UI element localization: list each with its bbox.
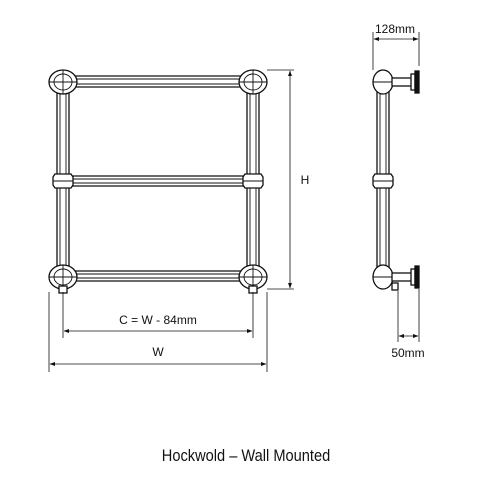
front-view <box>48 69 268 294</box>
top-rail <box>67 75 249 88</box>
side-middle-collar <box>372 173 394 189</box>
product-caption: Hockwold – Wall Mounted <box>161 446 331 465</box>
side-view <box>372 69 420 291</box>
centres-label: C = W - 84mm <box>119 313 197 327</box>
bottom-left-joint <box>48 264 78 294</box>
side-bottom-joint <box>372 264 399 291</box>
side-top-joint <box>372 69 394 95</box>
top-left-joint <box>48 69 78 95</box>
top-right-joint <box>238 69 268 95</box>
middle-rail <box>67 175 249 187</box>
top-wall-bracket <box>391 70 420 94</box>
bottom-rail <box>67 270 249 282</box>
height-label: H <box>301 173 310 187</box>
wall-offset-label: 50mm <box>391 346 424 360</box>
front-dimensions <box>48 69 294 372</box>
left-middle-collar <box>52 173 74 189</box>
width-label: W <box>152 345 164 359</box>
right-middle-collar <box>242 173 264 189</box>
depth-label: 128mm <box>375 22 415 36</box>
side-dimensions <box>372 32 420 342</box>
bottom-right-joint <box>238 264 268 294</box>
bottom-wall-bracket <box>391 265 420 289</box>
